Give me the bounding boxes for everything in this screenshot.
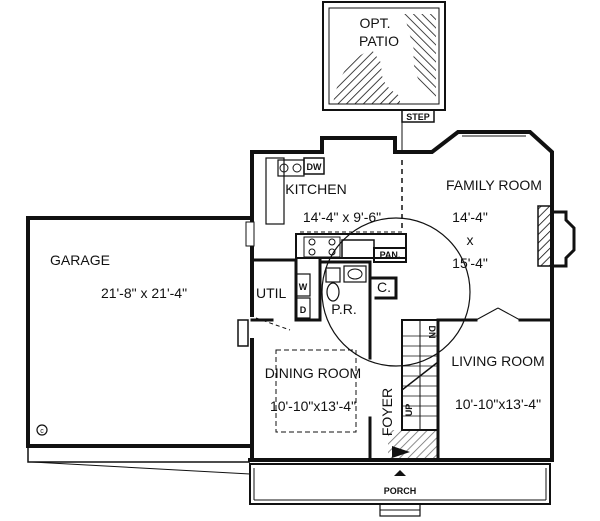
optional-patio: [322, 1, 446, 111]
stairs-down-label: DN: [427, 326, 437, 339]
family-room-dim2: 15'-4": [452, 255, 488, 271]
garage-dimensions: 21'-8" x 21'-4": [101, 285, 187, 301]
family-room-name: FAMILY ROOM: [446, 177, 542, 193]
closet-label: C.: [377, 279, 391, 295]
living-room-walls: [436, 307, 554, 462]
dining-room-walls: [250, 316, 372, 462]
patio-label-line1: OPT.: [359, 15, 390, 31]
utility-walls: [250, 256, 398, 331]
dishwasher-label: DW: [307, 162, 322, 172]
porch-label: PORCH: [384, 486, 417, 496]
pantry: [373, 247, 407, 263]
powder-room-label: P.R.: [331, 301, 356, 317]
pantry-label: PAN.: [380, 250, 401, 260]
turning-circle: [321, 217, 471, 367]
kitchen-dimensions: 14'-4" x 9'-6": [303, 209, 381, 225]
garage-name: GARAGE: [50, 252, 110, 268]
dryer-label: D: [300, 305, 307, 315]
porch: [249, 446, 551, 517]
family-room-x: x: [467, 232, 474, 248]
living-room-dimensions: 10'-10"x13'-4": [455, 396, 541, 412]
kitchen-name: KITCHEN: [285, 181, 346, 197]
dining-room-name: DINING ROOM: [265, 365, 361, 381]
patio-label-line2: PATIO: [359, 33, 399, 49]
living-room-name: LIVING ROOM: [451, 353, 544, 369]
foyer-label: FOYER: [379, 388, 395, 436]
stairs: [388, 319, 439, 460]
stairs-up-label: UP: [404, 404, 414, 417]
step: [401, 109, 435, 152]
garage: c: [26, 216, 254, 475]
fireplace: [537, 205, 576, 268]
svg-text:c: c: [40, 428, 44, 435]
family-room-dim1: 14'-4": [452, 209, 488, 225]
washer-label: W: [299, 282, 308, 292]
utility-label: UTIL: [256, 285, 287, 301]
step-label: STEP: [406, 112, 430, 122]
dining-room-dimensions: 10'-10"x13'-4": [270, 398, 356, 414]
exterior-walls: [245, 130, 554, 462]
kitchen-fixtures: [265, 157, 407, 259]
